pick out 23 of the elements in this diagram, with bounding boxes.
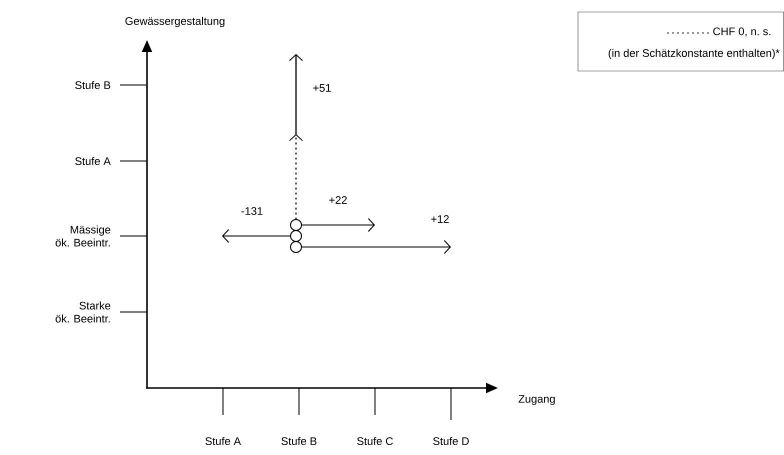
- axis-title: Gewässergestaltung: [125, 16, 224, 28]
- legend-note: (in der Schätzkonstante enthalten)*: [608, 48, 780, 60]
- tick-label: Starke ök. Beeintr.: [56, 301, 110, 323]
- arrow: [289, 54, 303, 220]
- arrow: [222, 229, 290, 243]
- legend-text: CHF 0, n. s.: [713, 27, 770, 37]
- tick-label: Stufe B: [281, 436, 316, 446]
- tick-label: Stufe B: [75, 80, 110, 90]
- value-label: +12: [430, 214, 450, 224]
- axis-title: Zugang: [518, 395, 555, 405]
- value-label: +51: [312, 83, 332, 93]
- tick-label: Stufe A: [75, 156, 111, 166]
- tick-label: Mässige ök. Beeintr.: [56, 225, 110, 247]
- circle-marker: [290, 241, 302, 253]
- circle-marker: [290, 230, 302, 242]
- tick-label: Stufe C: [357, 436, 393, 446]
- arrow: [302, 240, 451, 254]
- circle-marker: [290, 219, 302, 231]
- value-label: +22: [328, 195, 348, 205]
- tick-label: Stufe A: [205, 436, 241, 446]
- tick-label: Stufe D: [433, 436, 469, 446]
- arrow: [302, 218, 375, 232]
- value-label: -131: [240, 206, 264, 216]
